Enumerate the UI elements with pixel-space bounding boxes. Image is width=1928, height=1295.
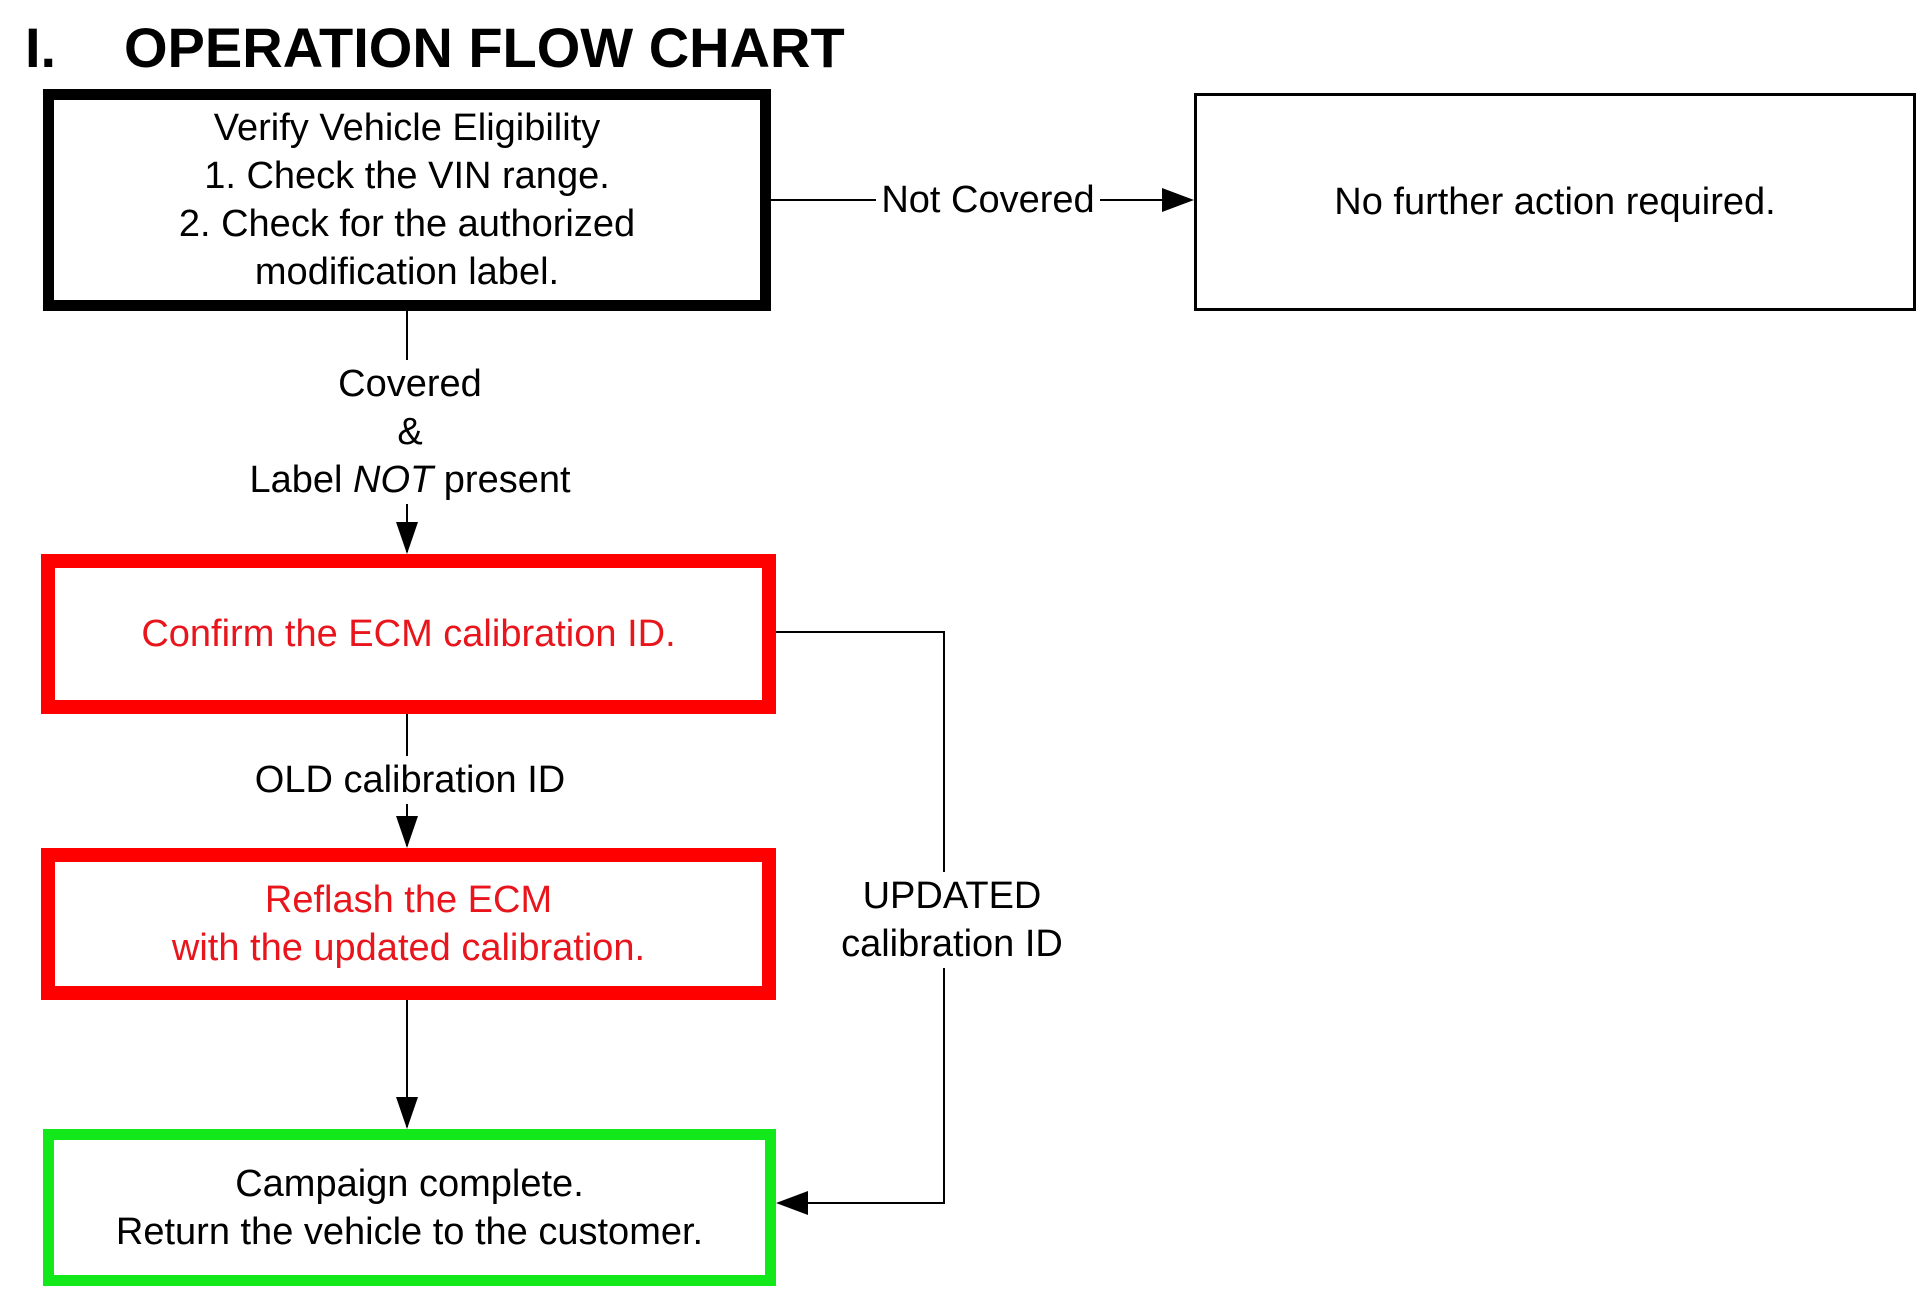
edge-label-old-id: OLD calibration ID [240,756,580,804]
arrow-not-covered-head [1162,188,1194,212]
complete-line-1: Campaign complete. [235,1162,584,1205]
section-number: I. [25,16,57,79]
edge-label-not-covered: Not Covered [876,176,1100,224]
arrow-covered-head [396,522,418,554]
covered-line-3-prefix: Label [249,459,353,501]
old-id-text: OLD calibration ID [254,759,566,801]
covered-line-1: Covered [338,363,482,405]
arrow-updated-id-head [776,1191,808,1215]
reflash-line-1: Reflash the ECM [264,879,553,921]
node-campaign-complete: Campaign complete. Return the vehicle to… [43,1129,776,1286]
verify-heading: Verify Vehicle Eligibility [213,107,601,149]
not-covered-text: Not Covered [881,179,1095,221]
updated-line-1: UPDATED [862,875,1042,917]
no-further-text: No further action required. [1334,181,1776,223]
covered-line-3: Label NOT present [230,456,590,504]
page-title: I. OPERATION FLOW CHART [25,8,845,88]
section-title: OPERATION FLOW CHART [124,16,845,79]
arrow-reflash-complete-head [396,1097,418,1129]
complete-line-2: Return the vehicle to the customer. [115,1210,704,1253]
covered-line-3-suffix: present [433,459,571,501]
edge-label-updated-id: UPDATED calibration ID [822,872,1082,968]
verify-step-2-cont: modification label. [254,251,560,293]
covered-line-2: & [397,411,423,453]
verify-step-2: 2. Check for the authorized [178,203,636,245]
edge-label-covered: Covered & Label NOT present [230,360,590,504]
node-verify-eligibility: Verify Vehicle Eligibility 1. Check the … [43,89,771,311]
node-reflash-ecm: Reflash the ECM with the updated calibra… [41,848,776,1000]
arrow-old-id-head [396,816,418,848]
confirm-text: Confirm the ECM calibration ID. [141,613,676,655]
reflash-line-2: with the updated calibration. [171,927,646,969]
node-no-further-action: No further action required. [1194,93,1916,311]
node-confirm-ecm-id: Confirm the ECM calibration ID. [41,554,776,714]
verify-step-1: 1. Check the VIN range. [204,155,610,197]
covered-line-3-emphasis: NOT [353,459,434,501]
updated-line-2: calibration ID [841,923,1063,965]
